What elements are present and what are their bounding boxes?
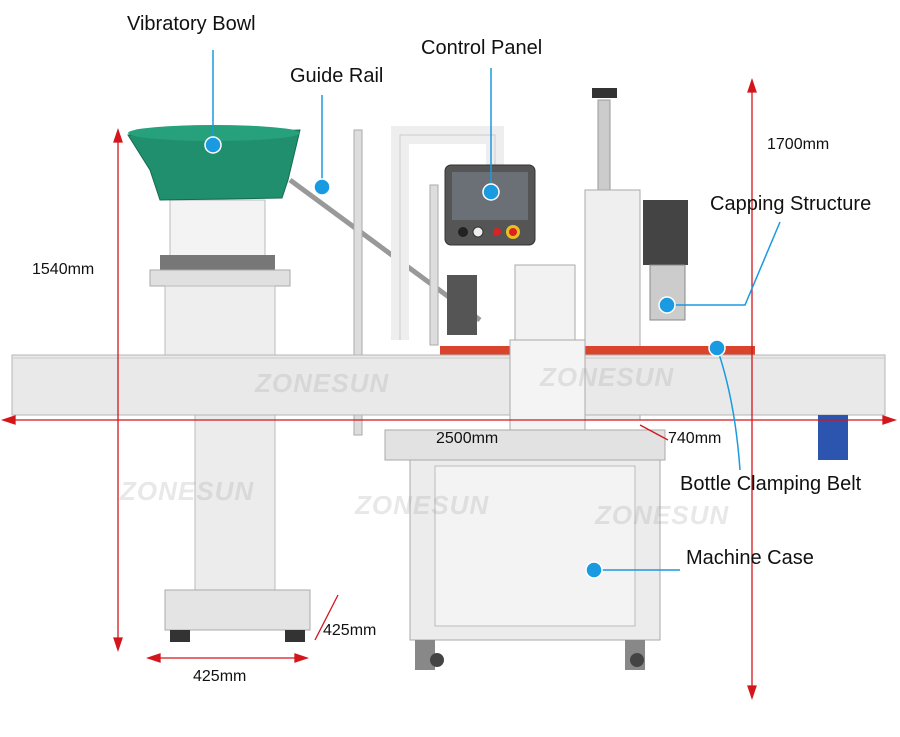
dim-bowl-height: 1540mm <box>32 261 95 278</box>
bowl-drive-unit <box>169 199 266 266</box>
watermark: ZONESUN <box>595 500 730 530</box>
dim-base-width: 425mm <box>193 668 247 685</box>
table-top <box>384 429 666 461</box>
label-bottle-clamping-belt: Bottle Clamping Belt <box>680 473 862 495</box>
dim-base-depth: 425mm <box>323 622 377 639</box>
callout-lines <box>212 50 781 571</box>
watermark: ZONESUN <box>120 476 255 506</box>
label-control-panel: Control Panel <box>421 37 543 59</box>
dim-width: 740mm <box>668 430 722 447</box>
dim-total-height: 1700mm <box>767 136 830 153</box>
watermark: ZONESUN <box>255 368 390 398</box>
watermark: ZONESUN <box>355 490 490 520</box>
label-vibratory-bowl: Vibratory Bowl <box>127 13 256 35</box>
bowl-support-column <box>194 414 276 616</box>
capping-motor <box>643 200 688 265</box>
label-capping-structure: Capping Structure <box>710 193 872 215</box>
clamping-belt <box>440 346 755 356</box>
guide-rail-marker <box>313 178 331 196</box>
label-guide-rail: Guide Rail <box>290 65 384 87</box>
conveyor-frame <box>11 354 886 416</box>
capping-structure-marker <box>658 296 676 314</box>
control-panel-marker <box>482 183 500 201</box>
bowl-base-plate <box>164 589 311 631</box>
vibratory-bowl-shape <box>127 129 301 201</box>
vibratory-bowl-marker <box>204 136 222 154</box>
watermark: ZONESUN <box>540 362 675 392</box>
dim-length: 2500mm <box>436 430 499 447</box>
dimension-lines <box>0 77 898 701</box>
machine-case-marker <box>585 561 603 579</box>
clamping-belt-marker <box>708 339 726 357</box>
label-machine-case: Machine Case <box>686 547 814 569</box>
